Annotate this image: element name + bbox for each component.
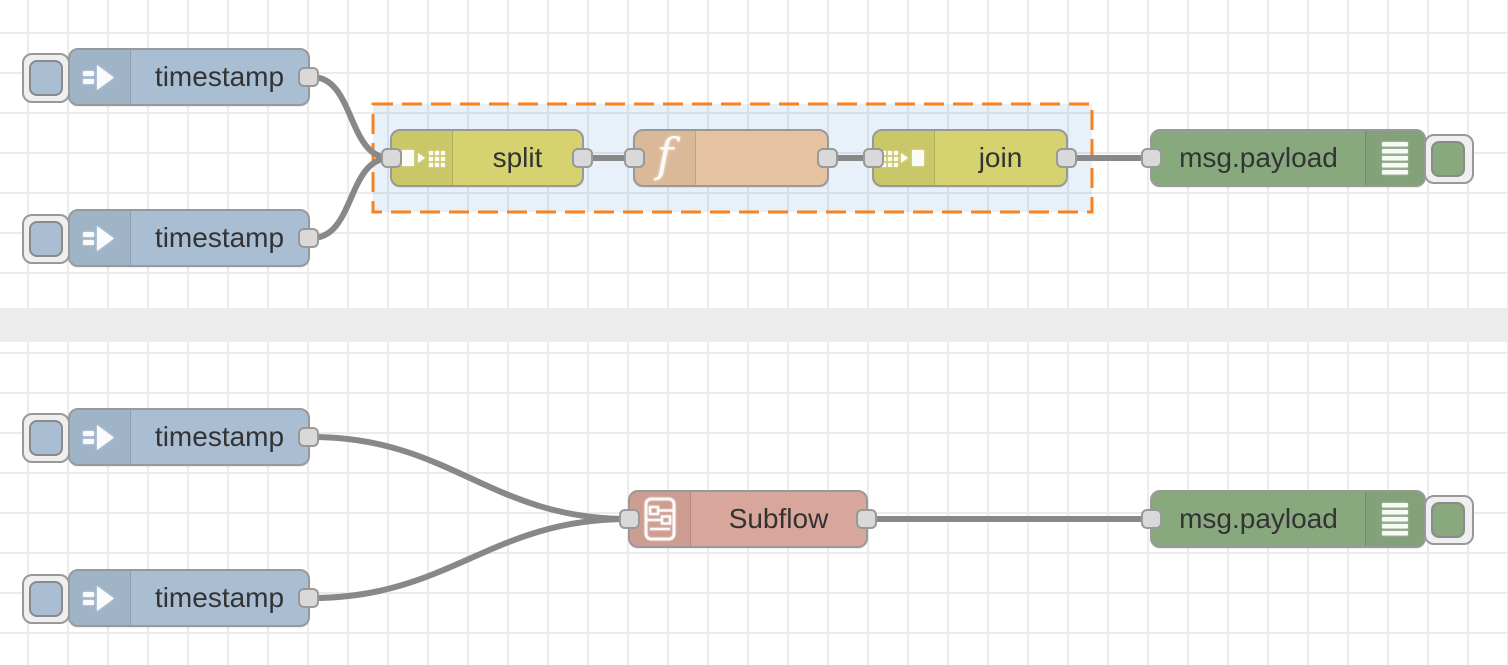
- node-inject-1[interactable]: timestamp: [22, 48, 319, 106]
- node-label: timestamp: [154, 222, 285, 253]
- node-split[interactable]: split: [381, 129, 593, 187]
- node-label: Subflow: [728, 503, 829, 534]
- output-port[interactable]: [298, 228, 319, 248]
- inject-arrow-icon: [70, 211, 131, 265]
- output-port[interactable]: [856, 509, 877, 529]
- inject-button[interactable]: [29, 221, 63, 257]
- debug-toggle-button[interactable]: [1431, 141, 1465, 177]
- node-debug-2[interactable]: msg.payload: [1141, 490, 1474, 548]
- node-inject-4[interactable]: timestamp: [22, 569, 319, 627]
- node-label: join: [978, 142, 1023, 173]
- list-lines-icon: [1365, 492, 1424, 546]
- node-label: timestamp: [154, 582, 285, 613]
- node-function[interactable]: f: [624, 129, 838, 187]
- output-port[interactable]: [817, 148, 838, 168]
- split-icon: [392, 131, 453, 185]
- join-icon: [874, 131, 935, 185]
- node-label: msg.payload: [1179, 503, 1338, 534]
- node-join[interactable]: join: [863, 129, 1077, 187]
- inject-arrow-icon: [70, 571, 131, 625]
- wire-inject4-subflow[interactable]: [309, 516, 631, 601]
- input-port[interactable]: [624, 148, 645, 168]
- debug-toggle-button[interactable]: [1431, 502, 1465, 538]
- inject-button[interactable]: [29, 581, 63, 617]
- node-label: msg.payload: [1179, 142, 1338, 173]
- input-port[interactable]: [1141, 509, 1162, 529]
- node-label: timestamp: [154, 61, 285, 92]
- node-subflow[interactable]: Subflow: [619, 490, 877, 548]
- wire-inject2-split[interactable]: [309, 155, 393, 241]
- inject-button[interactable]: [29, 60, 63, 96]
- node-inject-3[interactable]: timestamp: [22, 408, 319, 466]
- input-port[interactable]: [863, 148, 884, 168]
- output-port[interactable]: [298, 67, 319, 87]
- output-port[interactable]: [298, 427, 319, 447]
- wire-inject3-subflow[interactable]: [309, 434, 631, 522]
- output-port[interactable]: [298, 588, 319, 608]
- node-debug-1[interactable]: msg.payload: [1141, 129, 1474, 187]
- node-label: [696, 131, 827, 185]
- inject-arrow-icon: [70, 410, 131, 464]
- input-port[interactable]: [1141, 148, 1162, 168]
- subflow-icon: [630, 492, 691, 546]
- function-f-icon: f: [635, 131, 696, 185]
- output-port[interactable]: [1056, 148, 1077, 168]
- section-divider-bar: [0, 308, 1508, 342]
- inject-button[interactable]: [29, 420, 63, 456]
- list-lines-icon: [1365, 131, 1424, 185]
- wire-inject1-split[interactable]: [309, 74, 393, 161]
- node-inject-2[interactable]: timestamp: [22, 209, 319, 267]
- output-port[interactable]: [572, 148, 593, 168]
- node-label: timestamp: [154, 421, 285, 452]
- input-port[interactable]: [619, 509, 640, 529]
- inject-arrow-icon: [70, 50, 131, 104]
- input-port[interactable]: [381, 148, 402, 168]
- node-label: split: [492, 142, 543, 173]
